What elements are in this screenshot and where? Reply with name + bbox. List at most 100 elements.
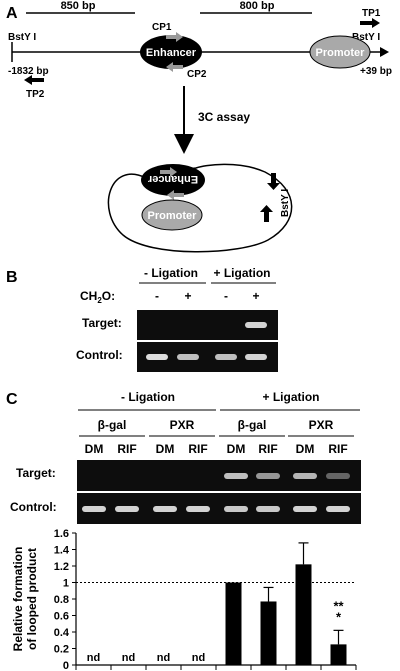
loop-enhancer-label: Enhancer bbox=[147, 173, 198, 185]
loop-primer-bottom-icon bbox=[167, 190, 184, 200]
b-control-label: Control: bbox=[76, 348, 123, 362]
tp2-arrow-icon bbox=[24, 75, 44, 85]
c-control-band bbox=[153, 506, 177, 512]
chart-y-tick-label: 1.2 bbox=[54, 561, 69, 573]
chart-bar bbox=[330, 644, 347, 665]
enhancer-element bbox=[140, 35, 202, 69]
c-control-label: Control: bbox=[10, 500, 57, 514]
tp2-label: TP2 bbox=[26, 89, 45, 100]
loop-promoter-element bbox=[141, 199, 203, 231]
c-lane-label: RIF bbox=[258, 442, 277, 456]
b-ch2o-states: - + - + bbox=[155, 289, 260, 303]
chart-y-tick-label: 0.6 bbox=[54, 611, 69, 623]
panel-a-letter: A bbox=[6, 5, 18, 22]
b-control-band bbox=[215, 354, 237, 360]
panel-a: A 850 bp 800 bp BstY I BstY I -1832 bp +… bbox=[6, 0, 392, 253]
pos-left-label: -1832 bp bbox=[8, 66, 49, 77]
bsty-left-label: BstY I bbox=[8, 32, 36, 43]
c-control-band bbox=[115, 506, 139, 512]
c-target-label: Target: bbox=[16, 466, 56, 480]
b-control-band bbox=[146, 354, 168, 360]
chart-nd-label: nd bbox=[122, 652, 135, 664]
b-group-minus: - Ligation bbox=[144, 266, 198, 280]
c-target-band bbox=[256, 473, 280, 479]
c-control-band bbox=[224, 506, 248, 512]
b-ch2o-state: - bbox=[155, 289, 159, 303]
loop-down-arrow-icon bbox=[267, 173, 280, 190]
c-target-band bbox=[293, 473, 317, 479]
panel-b: B - Ligation + Ligation CH2O: - + - + Targe… bbox=[6, 266, 278, 372]
cp2-arrow-icon bbox=[166, 62, 183, 72]
chart-y-tick-label: 0 bbox=[63, 660, 69, 671]
c-gel-bands bbox=[82, 473, 350, 512]
c-control-band bbox=[256, 506, 280, 512]
chart-nd-label: nd bbox=[87, 652, 100, 664]
chart-y-axis-label: Relative formationof looped product bbox=[11, 547, 39, 652]
chart-body: 0 0.2 0.4 0.6 0.8 1 1.2 1.4 1.6 nd nd nd nd *** bbox=[54, 528, 357, 671]
tp1-arrow-icon bbox=[360, 18, 380, 28]
bsty-right-label: BstY I bbox=[352, 32, 380, 43]
c-target-band bbox=[224, 473, 248, 479]
chart-bar bbox=[260, 601, 277, 665]
c-subgroup-label: PXR bbox=[170, 418, 195, 432]
chart-y-axis-label-line: Relative formation bbox=[11, 547, 25, 652]
ch2o-label: CH2O: bbox=[80, 289, 115, 305]
chart-y-tick-label: 1 bbox=[63, 578, 69, 590]
b-group-plus: + Ligation bbox=[214, 266, 271, 280]
loop-enhancer-element bbox=[141, 164, 205, 196]
promoter-element bbox=[309, 35, 371, 69]
loop-bsty-label: BstY I bbox=[280, 189, 291, 217]
b-target-band bbox=[245, 322, 267, 328]
enhancer-label: Enhancer bbox=[146, 47, 197, 59]
panel-b-letter: B bbox=[6, 269, 18, 286]
loop-dna bbox=[107, 163, 293, 253]
c-subgroup-label: β-gal bbox=[98, 418, 127, 432]
c-control-band bbox=[293, 506, 317, 512]
chart-significance: *** bbox=[333, 598, 344, 624]
cp1-arrow-icon bbox=[166, 32, 183, 42]
b-ch2o-state: + bbox=[184, 289, 191, 303]
chart-y-tick-label: 0.2 bbox=[54, 644, 69, 656]
chart-nd-label: nd bbox=[192, 652, 205, 664]
chart-y-tick-label: 1.6 bbox=[54, 528, 69, 540]
panel-c-letter: C bbox=[6, 391, 18, 408]
b-gel-bands bbox=[146, 322, 267, 360]
loop-promoter-label: Promoter bbox=[148, 210, 198, 222]
pos-right-label: +39 bp bbox=[360, 66, 392, 77]
c-control-band bbox=[326, 506, 350, 512]
promoter-label: Promoter bbox=[316, 47, 366, 59]
chart-y-tick-label: 0.4 bbox=[54, 627, 70, 639]
c-group-minus: - Ligation bbox=[121, 390, 175, 404]
b-ch2o-state: - bbox=[224, 289, 228, 303]
chart-y-tick-label: 0.8 bbox=[54, 594, 69, 606]
c-target-gel bbox=[77, 460, 361, 491]
loop-primer-top-icon bbox=[160, 167, 177, 177]
c-subgroup-label: PXR bbox=[309, 418, 334, 432]
loop-up-arrow-icon bbox=[260, 205, 273, 222]
c-lane-label: DM bbox=[227, 442, 246, 456]
c-lane-label: DM bbox=[296, 442, 315, 456]
chart-nd-label: nd bbox=[157, 652, 170, 664]
b-ch2o-state: + bbox=[252, 289, 259, 303]
chart-significance-line: * bbox=[336, 609, 342, 624]
dna-end-arrow-icon bbox=[380, 47, 389, 57]
c-lane-label: RIF bbox=[117, 442, 136, 456]
c-lane-label: DM bbox=[85, 442, 104, 456]
chart-bar bbox=[225, 582, 242, 665]
c-lane-label: DM bbox=[156, 442, 175, 456]
tp1-label: TP1 bbox=[362, 8, 381, 19]
c-lane-label: RIF bbox=[328, 442, 347, 456]
chart-bar bbox=[295, 564, 312, 665]
chart-y-tick-label: 1.4 bbox=[54, 545, 70, 557]
b-control-band bbox=[245, 354, 267, 360]
cp1-label: CP1 bbox=[152, 22, 172, 33]
c-group-plus: + Ligation bbox=[263, 390, 320, 404]
b-control-band bbox=[177, 354, 199, 360]
chart-significance-line: ** bbox=[333, 598, 344, 613]
b-target-label: Target: bbox=[82, 316, 122, 330]
c-control-band bbox=[186, 506, 210, 512]
